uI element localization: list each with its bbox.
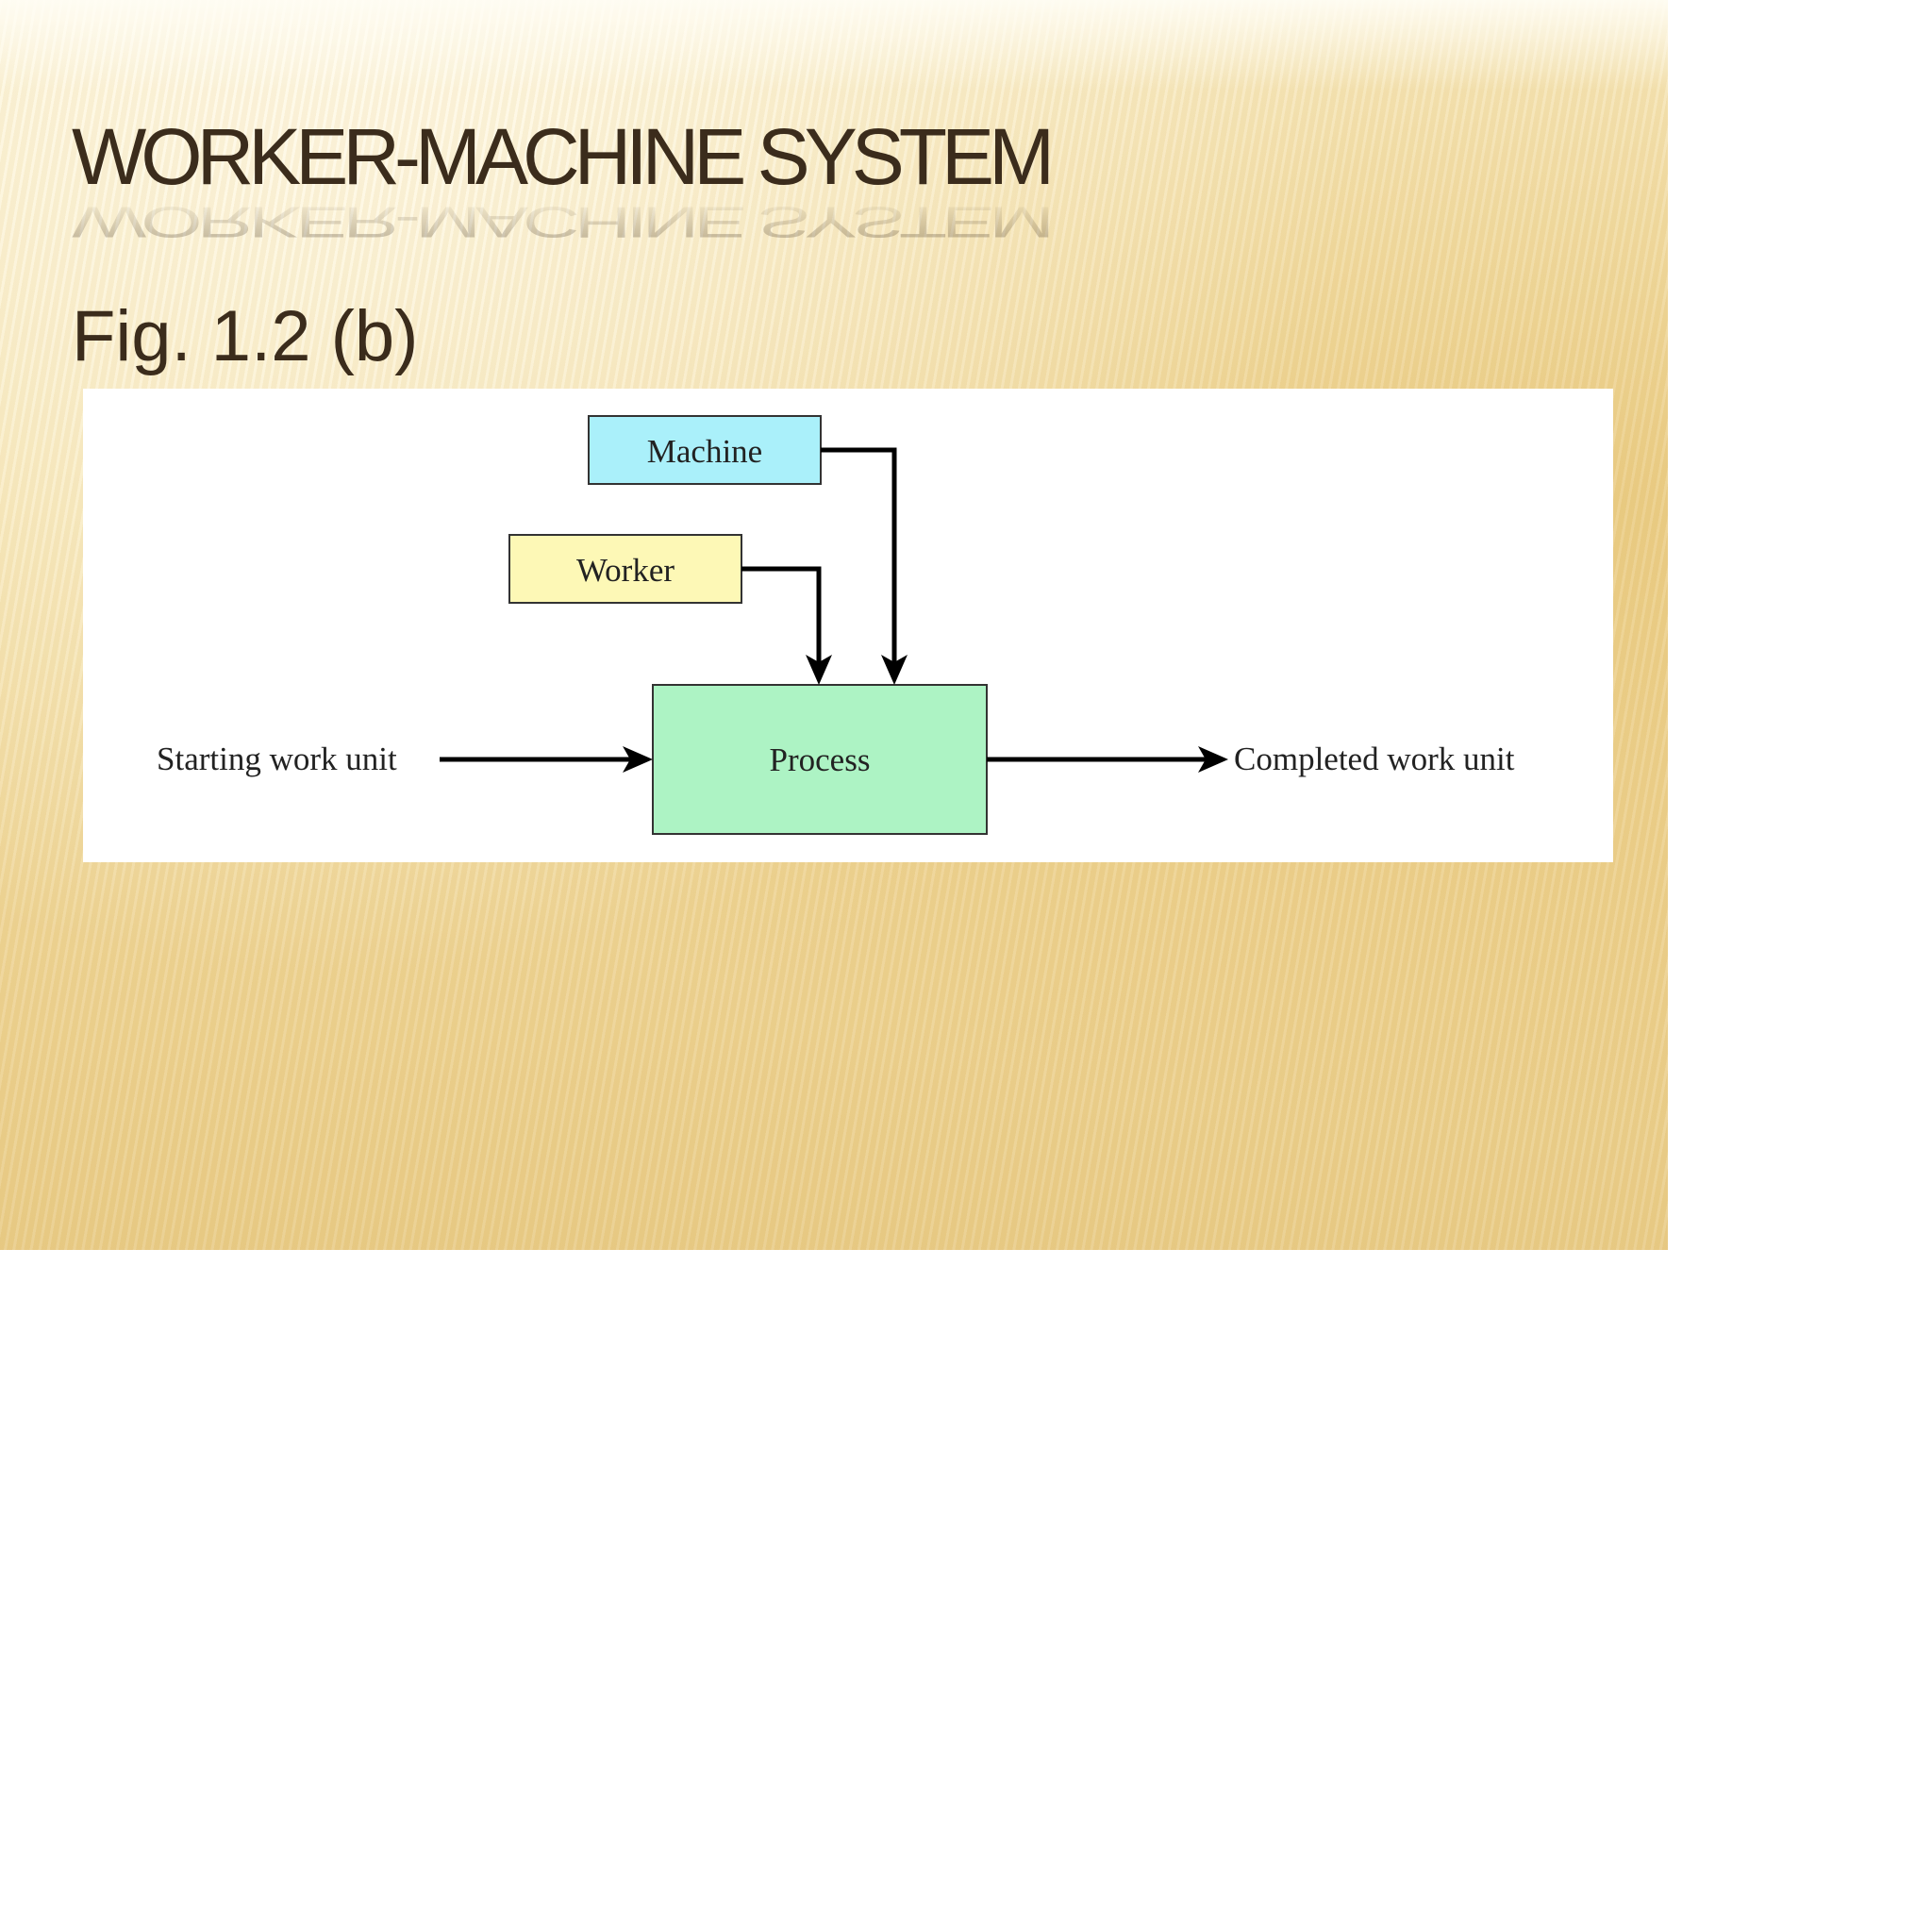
diagram-panel: Machine Worker Process Starting work uni… (83, 389, 1613, 862)
block-diagram: Machine Worker Process Starting work uni… (157, 415, 1515, 835)
process-label: Process (770, 741, 871, 778)
worker-to-process-arrowhead (806, 655, 832, 685)
input-arrowhead (623, 746, 653, 773)
slide-title-reflection: WORKER-MACHINE SYSTEM (72, 197, 1050, 247)
slide-top-glow (0, 0, 1668, 90)
machine-label: Machine (647, 433, 762, 470)
process-box (652, 684, 988, 835)
process-node: Process (652, 684, 988, 835)
figure-caption: Fig. 1.2 (b) (72, 296, 419, 376)
worker-to-process-arrow (741, 566, 822, 665)
machine-node: Machine (588, 415, 822, 485)
slide-background: WORKER-MACHINE SYSTEM WORKER-MACHINE SYS… (0, 0, 1668, 1250)
slide-title-area: WORKER-MACHINE SYSTEM WORKER-MACHINE SYS… (72, 111, 1204, 246)
machine-box (588, 415, 822, 485)
machine-to-process-arrow (821, 447, 897, 665)
worker-node: Worker (508, 534, 742, 604)
worker-box (508, 534, 742, 604)
slide-title: WORKER-MACHINE SYSTEM (72, 112, 1055, 201)
input-label: Starting work unit (157, 741, 397, 777)
output-arrowhead (1198, 746, 1228, 773)
machine-to-process-arrowhead (881, 655, 908, 685)
worker-label: Worker (576, 552, 675, 589)
output-label: Completed work unit (1234, 741, 1515, 777)
